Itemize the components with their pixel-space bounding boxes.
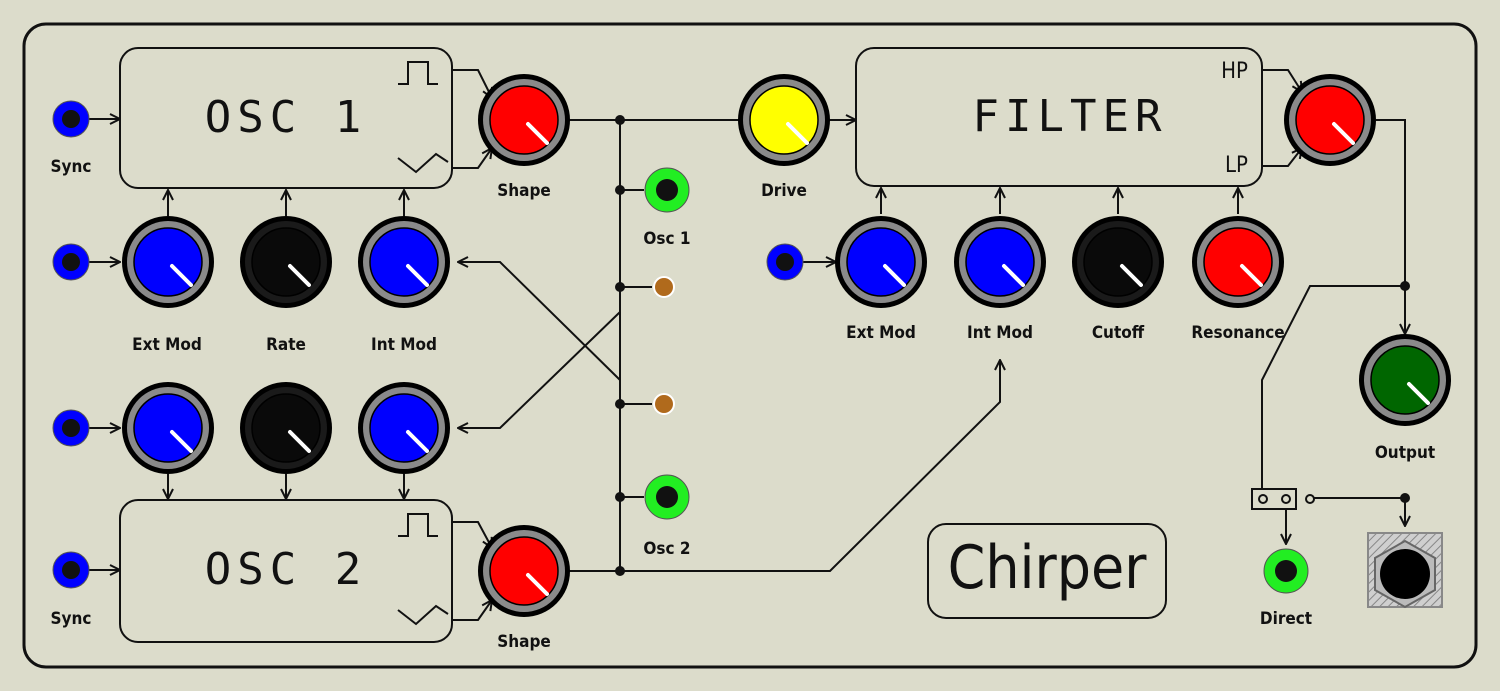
filter-module: FILTER HP LP: [855, 47, 1263, 187]
wire-junctions: [615, 115, 1410, 576]
output-socket[interactable]: [1367, 532, 1443, 609]
square-wave-icon: [398, 513, 438, 537]
osc1-led-icon: [653, 276, 675, 298]
direct-switch[interactable]: [1251, 488, 1315, 510]
osc2-out-jack[interactable]: [644, 474, 690, 520]
drive-label: Drive: [761, 181, 807, 201]
filter-ext-mod-label: Ext Mod: [846, 323, 916, 343]
ext-mod-label: Ext Mod: [132, 335, 202, 355]
output-label: Output: [1375, 443, 1435, 463]
cutoff-knob[interactable]: [1072, 216, 1164, 308]
sync-1-label: Sync: [51, 157, 92, 177]
osc2-led-icon: [653, 393, 675, 415]
shape-2-label: Shape: [497, 632, 551, 652]
sync-1-jack[interactable]: [52, 100, 90, 138]
control-labels: Sync Sync Shape Shape Ext Mod Rate Int M…: [51, 157, 1436, 652]
filter-ext-mod-jack[interactable]: [766, 243, 804, 281]
resonance-knob[interactable]: [1192, 216, 1284, 308]
osc1-out-jack[interactable]: [644, 167, 690, 213]
osc1-module: OSC 1: [119, 47, 453, 189]
osc1-ext-mod-knob[interactable]: [122, 216, 214, 308]
brand-name: Chirper: [948, 533, 1148, 603]
filter-hp-label: HP: [1221, 59, 1248, 84]
panel-border: [22, 22, 1478, 669]
square-wave-icon: [398, 61, 438, 85]
shape-1-label: Shape: [497, 181, 551, 201]
osc1-rate-knob[interactable]: [240, 216, 332, 308]
filter-mix-knob[interactable]: [1284, 74, 1376, 166]
drive-knob[interactable]: [738, 74, 830, 166]
sync-2-label: Sync: [51, 609, 92, 629]
rate-label: Rate: [266, 335, 306, 355]
filter-lp-label: LP: [1225, 153, 1248, 178]
osc2-int-mod-knob[interactable]: [358, 382, 450, 474]
direct-label: Direct: [1260, 609, 1312, 629]
osc2-ext-mod-knob[interactable]: [122, 382, 214, 474]
output-knob[interactable]: [1359, 334, 1451, 426]
filter-title: FILTER: [973, 91, 1168, 142]
triangle-wave-icon: [397, 604, 449, 626]
shape-1-knob[interactable]: [478, 74, 570, 166]
osc2-out-label: Osc 2: [643, 539, 690, 559]
signal-wires: [86, 69, 1405, 621]
osc1-out-label: Osc 1: [643, 229, 690, 249]
brand-logo: Chirper: [927, 523, 1167, 619]
cutoff-label: Cutoff: [1092, 323, 1145, 343]
osc2-module: OSC 2: [119, 499, 453, 643]
triangle-wave-icon: [397, 152, 449, 174]
direct-out-jack[interactable]: [1263, 548, 1309, 594]
osc2-title: OSC 2: [205, 544, 367, 595]
osc1-ext-mod-jack[interactable]: [52, 243, 90, 281]
filter-ext-mod-knob[interactable]: [835, 216, 927, 308]
shape-2-knob[interactable]: [478, 525, 570, 617]
led-indicators: [653, 276, 675, 415]
sync-2-jack[interactable]: [52, 551, 90, 589]
osc2-rate-knob[interactable]: [240, 382, 332, 474]
resonance-label: Resonance: [1191, 323, 1284, 343]
osc2-ext-mod-jack[interactable]: [52, 409, 90, 447]
filter-int-mod-knob[interactable]: [954, 216, 1046, 308]
int-mod-label: Int Mod: [371, 335, 437, 355]
osc1-int-mod-knob[interactable]: [358, 216, 450, 308]
osc1-title: OSC 1: [205, 92, 367, 143]
filter-int-mod-label: Int Mod: [967, 323, 1033, 343]
